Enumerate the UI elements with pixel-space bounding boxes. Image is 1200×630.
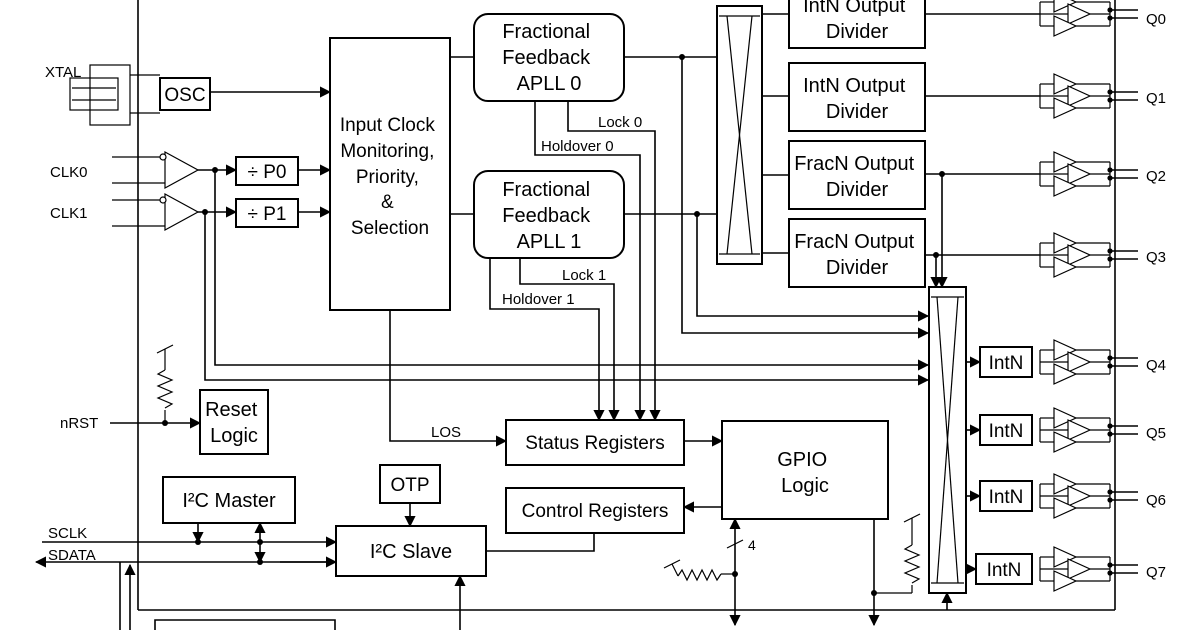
output-buffer-q1 xyxy=(1039,73,1114,119)
output-buffer-q6 xyxy=(1039,473,1114,519)
output-buffer-q0 xyxy=(1039,0,1114,37)
output-buffer-q7 xyxy=(1039,546,1114,592)
input-clock-label: Input Clock Monitoring, Priority, & Sele… xyxy=(340,115,440,239)
fracn-output-divider-3 xyxy=(788,218,926,288)
div0-label: IntN Output Divider xyxy=(803,0,911,43)
nrst-pullup-resistor xyxy=(156,344,174,423)
gpio-bus-width-label: 4 xyxy=(748,537,756,553)
p1-label: ÷ P1 xyxy=(248,204,287,225)
q4-pin-label: Q4 xyxy=(1146,357,1166,374)
sdata-pin-label: SDATA xyxy=(48,547,96,564)
reset-logic-block xyxy=(199,389,269,455)
intn-q6-label: IntN xyxy=(989,487,1024,508)
q6-pin-label: Q6 xyxy=(1146,492,1166,509)
intn-output-divider-1 xyxy=(788,62,926,132)
output-buffer-q4 xyxy=(1039,339,1114,385)
q1-pin-label: Q1 xyxy=(1146,90,1166,107)
div1-label: IntN Output Divider xyxy=(803,75,911,123)
sclk-pin-label: SCLK xyxy=(48,525,87,542)
q7-pin-label: Q7 xyxy=(1146,564,1166,581)
otp-label: OTP xyxy=(390,475,429,496)
p0-divider-block xyxy=(235,156,299,186)
lock0-label: Lock 0 xyxy=(598,114,642,131)
q3-pin-label: Q3 xyxy=(1146,249,1166,266)
intn-output-divider-0 xyxy=(788,0,926,49)
chip-outline xyxy=(137,0,1116,611)
los-label: LOS xyxy=(431,424,461,441)
i2c-slave-label: I²C Slave xyxy=(370,541,452,563)
clk0-input-buffer xyxy=(112,150,200,190)
clk1-pin-label: CLK1 xyxy=(50,205,88,222)
lower-crosspoint-switch xyxy=(928,286,967,594)
nrst-pin-label: nRST xyxy=(60,415,98,432)
holdover0-label: Holdover 0 xyxy=(541,138,614,155)
intn-block-q4 xyxy=(979,346,1033,378)
clk1-input-buffer xyxy=(112,192,200,232)
output-buffer-q2 xyxy=(1039,151,1114,197)
gpio-logic-label: GPIO Logic xyxy=(777,449,833,497)
control-registers-label: Control Registers xyxy=(522,501,669,522)
i2c-master-block xyxy=(162,476,296,524)
intn-block-q6 xyxy=(979,480,1033,512)
reset-logic-label: Reset Logic xyxy=(205,399,263,447)
osc-label: OSC xyxy=(164,85,205,106)
div3-label: FracN Output Divider xyxy=(794,231,920,279)
apll0-label: Fractional Feedback APLL 0 xyxy=(502,21,595,95)
crystal-symbol xyxy=(69,64,160,126)
control-registers-block xyxy=(505,487,685,534)
div2-label: FracN Output Divider xyxy=(794,153,920,201)
q0-pin-label: Q0 xyxy=(1146,11,1166,28)
status-registers-label: Status Registers xyxy=(525,433,664,454)
intn-block-q5 xyxy=(979,414,1033,446)
gpio-logic-block xyxy=(721,420,889,520)
intn-block-q7 xyxy=(975,553,1033,585)
clk0-pin-label: CLK0 xyxy=(50,164,88,181)
status-registers-block xyxy=(505,419,685,466)
i2c-slave-block xyxy=(335,525,487,577)
fracn-output-divider-2 xyxy=(788,140,926,210)
p0-label: ÷ P0 xyxy=(248,162,287,183)
p1-divider-block xyxy=(235,198,299,228)
gpio-pullup-resistor xyxy=(663,559,738,582)
upper-crosspoint-switch xyxy=(716,5,763,265)
osc-block xyxy=(159,77,211,111)
holdover1-label: Holdover 1 xyxy=(502,291,575,308)
output-buffer-q3 xyxy=(1039,232,1114,278)
output-pullup-resistor xyxy=(874,513,921,594)
output-buffer-q5 xyxy=(1039,407,1114,453)
q2-pin-label: Q2 xyxy=(1146,168,1166,185)
i2c-master-label: I²C Master xyxy=(182,490,276,512)
apll1-label: Fractional Feedback APLL 1 xyxy=(502,179,595,253)
xtal-pin-label: XTAL xyxy=(45,64,81,81)
lock1-label: Lock 1 xyxy=(562,267,606,284)
intn-q7-label: IntN xyxy=(987,560,1022,581)
intn-q4-label: IntN xyxy=(989,353,1024,374)
q5-pin-label: Q5 xyxy=(1146,425,1166,442)
bottom-partial-block xyxy=(154,619,336,630)
intn-q5-label: IntN xyxy=(989,421,1024,442)
